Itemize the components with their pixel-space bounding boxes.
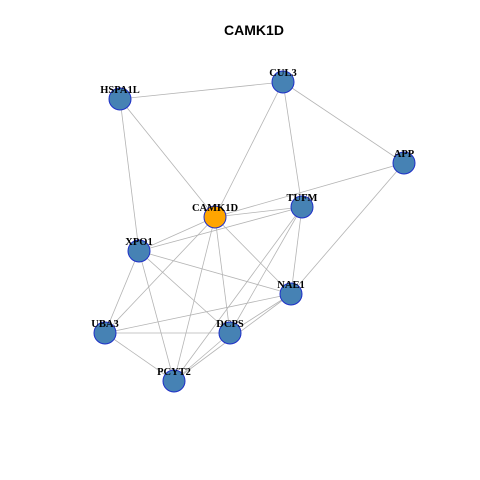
edge-tufm-nae1	[290, 206, 303, 295]
node-label-camk1d: CAMK1D	[192, 203, 238, 214]
node-cul3	[271, 70, 295, 94]
node-label-tufm: TUFM	[287, 193, 318, 204]
edge-app-camk1d	[214, 162, 405, 218]
edge-camk1d-tufm	[214, 206, 303, 218]
edge-dcps-pcyt2	[173, 332, 231, 382]
edge-nae1-uba3	[104, 293, 292, 334]
node-label-cul3: CUL3	[269, 68, 296, 79]
node-label-dcps: DCPS	[216, 319, 244, 330]
edge-camk1d-xpo1	[138, 216, 216, 252]
edge-hspa1l-xpo1	[119, 98, 140, 252]
edge-hspa1l-cul3	[119, 81, 284, 100]
edge-xpo1-tufm	[138, 206, 303, 252]
node-nae1	[279, 282, 303, 306]
edge-uba3-pcyt2	[104, 332, 175, 382]
edge-app-nae1	[290, 162, 405, 295]
edge-tufm-dcps	[229, 206, 303, 334]
edge-nae1-dcps	[229, 293, 292, 334]
node-label-pcyt2: PCYT2	[157, 367, 191, 378]
node-label-uba3: UBA3	[91, 319, 118, 330]
node-xpo1	[127, 239, 151, 263]
edge-cul3-app	[282, 81, 405, 164]
edges-layer	[104, 81, 405, 382]
edge-xpo1-pcyt2	[138, 250, 175, 382]
node-app	[392, 151, 416, 175]
node-dcps	[218, 321, 242, 345]
edge-cul3-camk1d	[214, 81, 284, 218]
node-hspa1l	[108, 87, 132, 111]
edge-tufm-pcyt2	[173, 206, 303, 382]
edge-xpo1-dcps	[138, 250, 231, 334]
node-label-xpo1: XPO1	[125, 237, 152, 248]
node-pcyt2	[162, 369, 186, 393]
node-label-app: APP	[394, 149, 415, 160]
edge-xpo1-nae1	[138, 250, 292, 295]
node-tufm	[290, 195, 314, 219]
node-uba3	[93, 321, 117, 345]
graph-title: CAMK1D	[224, 22, 284, 38]
edge-camk1d-uba3	[104, 216, 216, 334]
edge-hspa1l-camk1d	[119, 98, 216, 218]
edge-camk1d-pcyt2	[173, 216, 216, 382]
edge-cul3-tufm	[282, 81, 303, 208]
node-label-nae1: NAE1	[277, 280, 304, 291]
nodes-layer	[93, 70, 416, 393]
node-camk1d	[203, 205, 227, 229]
node-label-hspa1l: HSPA1L	[100, 85, 139, 96]
edge-xpo1-uba3	[104, 250, 140, 334]
edge-camk1d-nae1	[214, 216, 292, 295]
